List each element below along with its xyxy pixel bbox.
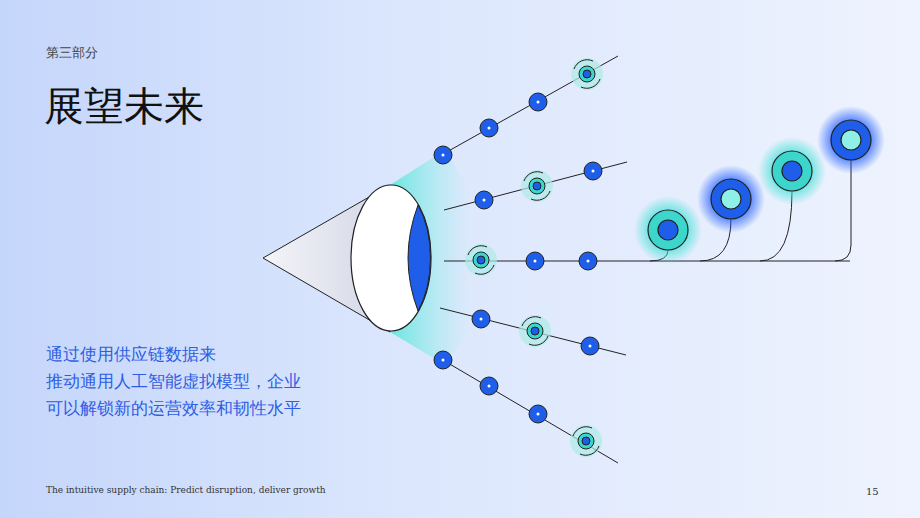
- body-text: 可以解锁新的运营效率和韧性水平: [46, 397, 301, 419]
- eye-lens: [351, 185, 431, 331]
- slide-title: 展望未来: [44, 80, 204, 132]
- body-text: 推动通用人工智能虚拟模型，企业: [46, 370, 301, 392]
- rays: [436, 56, 851, 463]
- footer-text: The intuitive supply chain: Predict disr…: [46, 485, 326, 497]
- eye-pupil: [408, 205, 430, 311]
- glow-circles: [634, 106, 885, 264]
- page-number: 15: [866, 485, 879, 498]
- cycle-icons: [465, 58, 603, 457]
- body-text: 通过使用供应链数据来: [46, 343, 216, 365]
- data-dots: [434, 93, 602, 423]
- section-label: 第三部分: [46, 45, 98, 62]
